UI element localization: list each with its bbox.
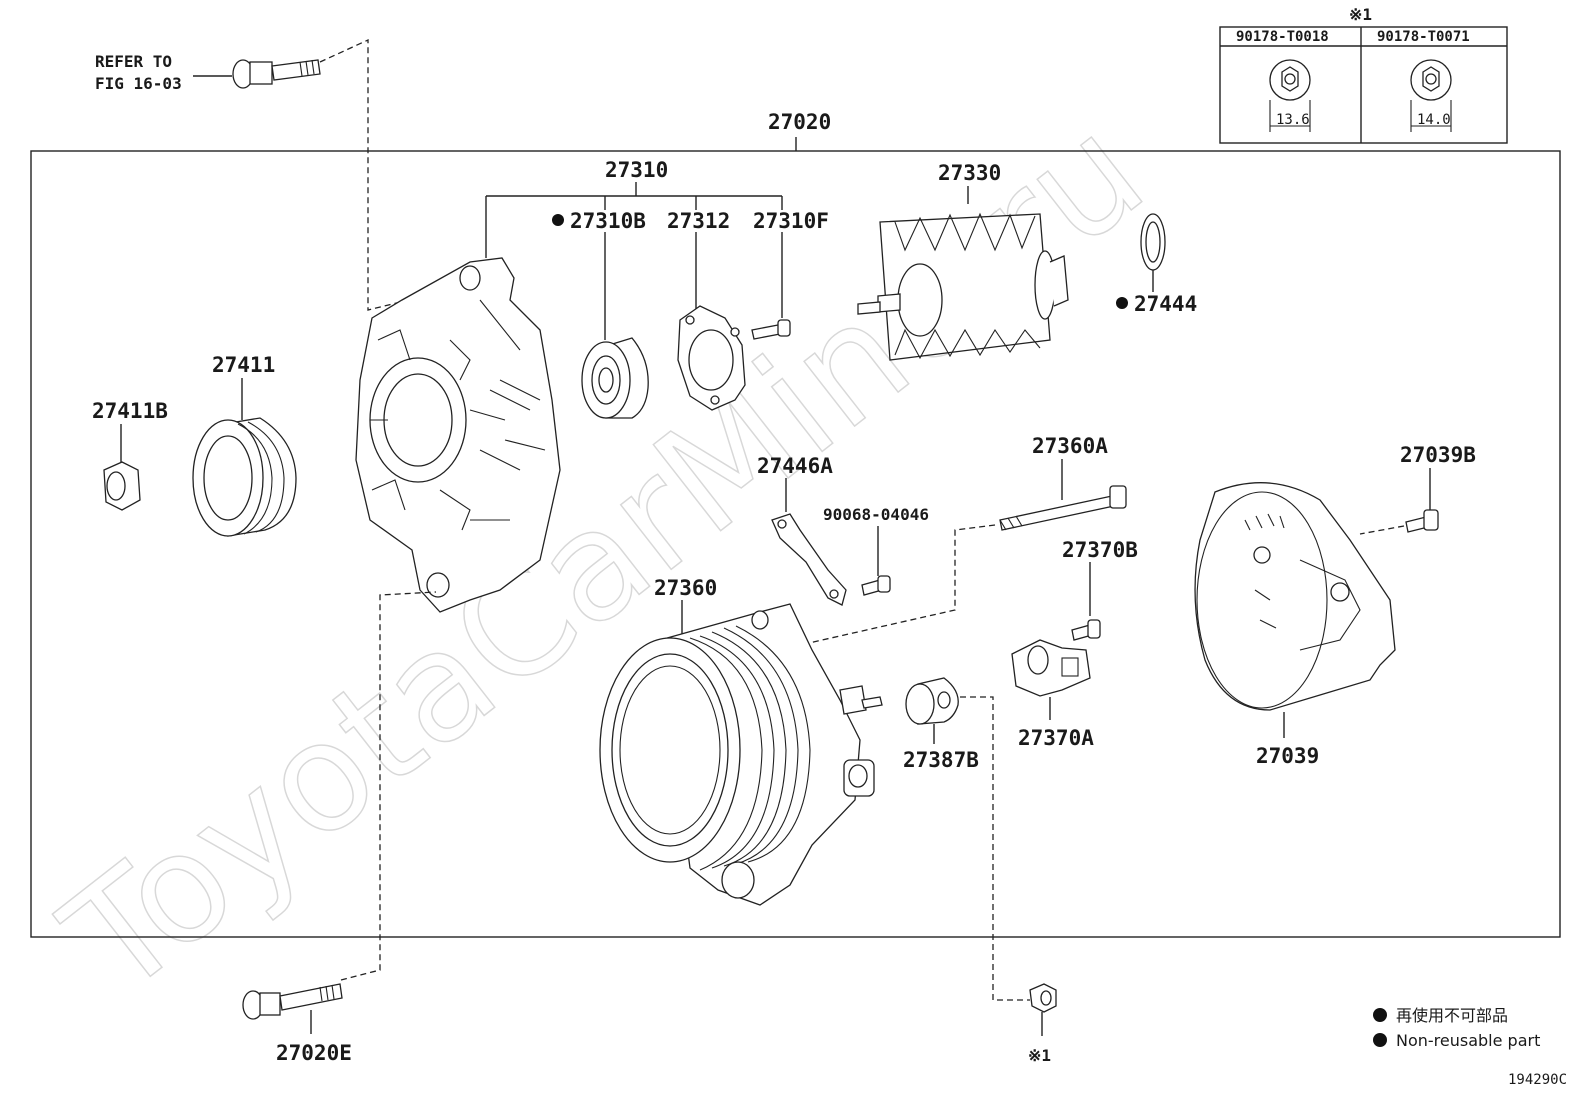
label-27411[interactable]: 27411 — [212, 353, 275, 377]
table-col1-part[interactable]: 90178-T0018 — [1236, 29, 1329, 45]
nut-27411B — [103, 461, 141, 511]
table-col2-part[interactable]: 90178-T0071 — [1377, 29, 1470, 45]
regulator-27370A — [1011, 639, 1091, 697]
label-note1[interactable]: ※1 — [1028, 1046, 1051, 1065]
screw-27370B — [1071, 619, 1101, 641]
refer-line1: REFER TO — [95, 52, 172, 71]
dashed-link-nut — [960, 696, 1030, 1001]
label-27310B[interactable]: 27310B — [570, 209, 646, 233]
diagram-id: 194290C — [1508, 1072, 1567, 1088]
non-reusable-dot-27310B — [552, 214, 564, 226]
legend-dot-en — [1373, 1033, 1387, 1047]
drive-end-frame — [355, 257, 561, 613]
rectifier-end-frame-27360 — [599, 603, 883, 906]
dashed-link-bottom — [340, 591, 437, 981]
legend-jp: 再使用不可部品 — [1396, 1006, 1508, 1025]
pulley-27411 — [192, 417, 297, 537]
ring-27444 — [1140, 213, 1166, 271]
bolt-27360A — [999, 485, 1127, 531]
dashed-link-top — [319, 38, 451, 311]
nut-note1 — [1029, 983, 1057, 1013]
label-27312[interactable]: 27312 — [667, 209, 730, 233]
label-27310F[interactable]: 27310F — [753, 209, 829, 233]
label-27360[interactable]: 27360 — [654, 576, 717, 600]
label-27444[interactable]: 27444 — [1134, 292, 1197, 316]
cover-27039 — [1194, 482, 1396, 711]
label-27039B[interactable]: 27039B — [1400, 443, 1476, 467]
retainer-27312 — [677, 305, 746, 411]
label-90068-04046[interactable]: 90068-04046 — [823, 505, 929, 524]
label-27370B[interactable]: 27370B — [1062, 538, 1138, 562]
table-col2-size: 14.0 — [1417, 112, 1451, 128]
refer-line2[interactable]: FIG 16-03 — [95, 74, 182, 93]
dashed-link-27039B — [1359, 525, 1405, 535]
nut-icon-col1 — [1269, 59, 1311, 132]
insulator-27387B — [905, 677, 959, 725]
label-27330[interactable]: 27330 — [938, 161, 1001, 185]
dashed-link-27360A — [799, 524, 996, 646]
screw-27039B — [1405, 509, 1439, 533]
screw-90068-04046 — [861, 575, 891, 596]
legend-dot-jp — [1373, 1008, 1387, 1022]
label-27360A[interactable]: 27360A — [1032, 434, 1108, 458]
nut-icon-col2 — [1410, 59, 1452, 132]
table-col1-size: 13.6 — [1276, 112, 1310, 128]
label-27370A[interactable]: 27370A — [1018, 726, 1094, 750]
bracket-27446A — [771, 513, 847, 606]
label-27020[interactable]: 27020 — [768, 110, 831, 134]
rotor-27330 — [857, 212, 1069, 361]
label-27446A[interactable]: 27446A — [757, 454, 833, 478]
label-27020E[interactable]: 27020E — [276, 1041, 352, 1065]
bolt-27020E — [242, 983, 343, 1020]
table-mark: ※1 — [1349, 5, 1372, 24]
legend-en: Non-reusable part — [1396, 1031, 1540, 1050]
bolt-top — [232, 59, 321, 89]
label-27039[interactable]: 27039 — [1256, 744, 1319, 768]
bearing-27310B — [581, 337, 649, 419]
label-27387B[interactable]: 27387B — [903, 748, 979, 772]
reference-table: ※1 90178-T0018 90178-T0071 13.6 14.0 — [1219, 5, 1508, 144]
label-27411B[interactable]: 27411B — [92, 399, 168, 423]
screw-27310F — [751, 319, 791, 340]
group-27310-bracket — [485, 182, 783, 258]
non-reusable-dot-27444 — [1116, 297, 1128, 309]
label-27310[interactable]: 27310 — [605, 158, 668, 182]
